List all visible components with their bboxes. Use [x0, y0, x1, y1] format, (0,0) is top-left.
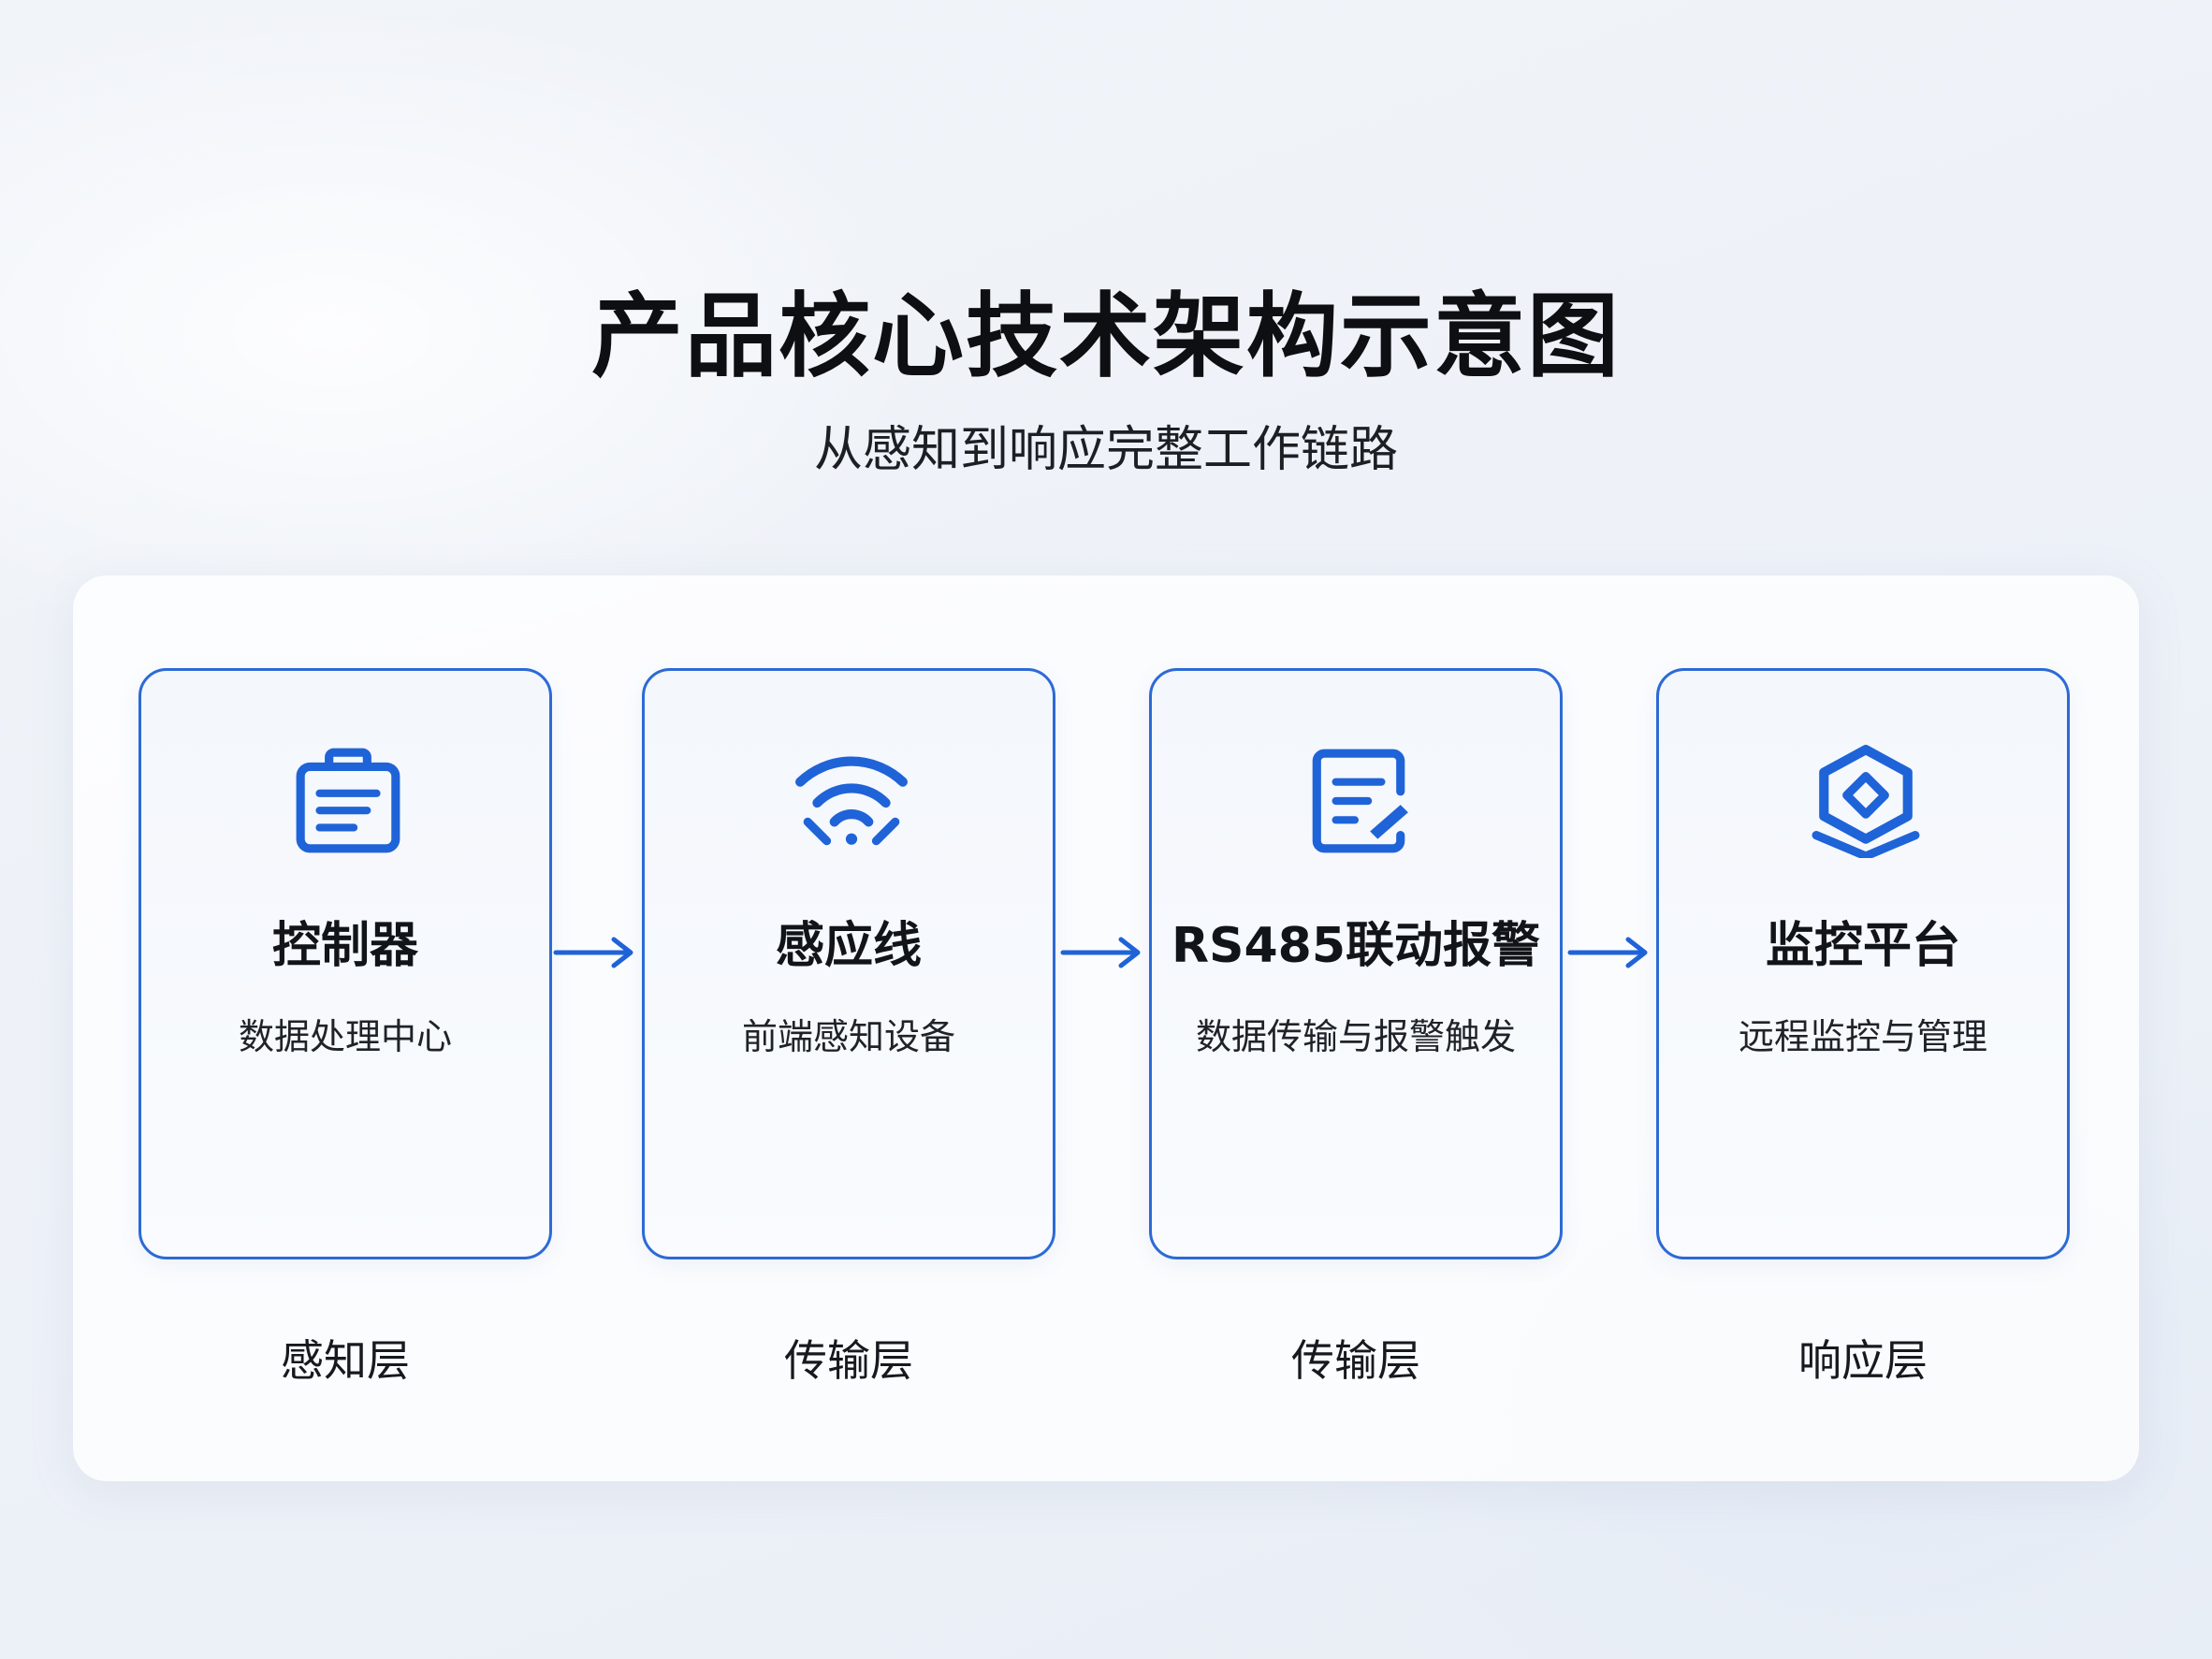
- wifi-icon: [794, 744, 909, 858]
- document-edit-icon: [1302, 744, 1416, 858]
- stage-card-rs485-alarm: RS485联动报警 数据传输与报警触发: [1149, 668, 1563, 1259]
- layers-diamond-icon: [1809, 744, 1923, 858]
- flow-arrow-icon: [552, 934, 638, 971]
- layer-label: 感知层: [281, 1335, 410, 1386]
- stage-description: 数据处理中心: [238, 1016, 452, 1057]
- layer-label: 响应层: [1798, 1335, 1928, 1386]
- stage-card-controller: 控制器 数据处理中心: [138, 668, 552, 1259]
- stage-card-sensor-line: 感应线 前端感知设备: [642, 668, 1055, 1259]
- page-subtitle: 从感知到响应完整工作链路: [813, 422, 1398, 478]
- page-title: 产品核心技术架构示意图: [590, 284, 1621, 390]
- stage-description: 数据传输与报警触发: [1195, 1016, 1516, 1057]
- stage-card-monitoring-platform: 监控平台 远程监控与管理: [1656, 668, 2070, 1259]
- stage-title: 监控平台: [1765, 918, 1960, 974]
- stage-title: 感应线: [775, 918, 922, 974]
- stage-description: 远程监控与管理: [1738, 1016, 1987, 1057]
- stage-title: RS485联动报警: [1171, 918, 1541, 974]
- layer-label: 传输层: [784, 1335, 913, 1386]
- stage-title: 控制器: [271, 918, 418, 974]
- stage-description: 前端感知设备: [741, 1016, 955, 1057]
- clipboard-icon: [291, 744, 405, 858]
- flow-arrow-icon: [1059, 934, 1145, 971]
- layer-label: 传输层: [1291, 1335, 1420, 1386]
- flow-arrow-icon: [1566, 934, 1652, 971]
